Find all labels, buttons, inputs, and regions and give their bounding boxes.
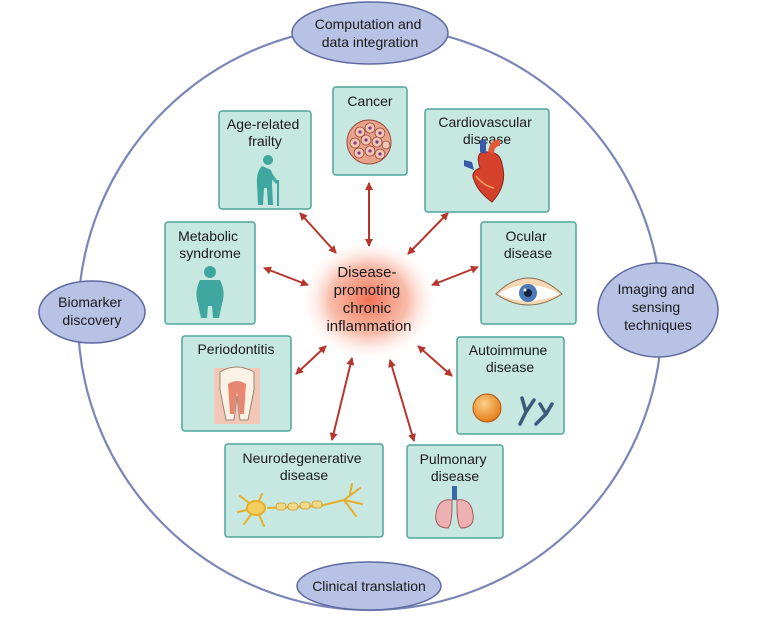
box-ocular: Ocular disease	[480, 221, 577, 325]
box-cardio: Cardiovascular disease	[424, 108, 550, 213]
ring-node-left: Biomarker discovery	[38, 280, 146, 344]
ring-node-left-label: Biomarker discovery	[58, 294, 126, 328]
arrow-metabolic	[263, 266, 309, 287]
arrow-cardio	[407, 212, 449, 255]
box-autoimmune: Autoimmune disease	[456, 336, 565, 435]
cancer-cells-icon	[346, 119, 392, 165]
box-metabolic-label: Metabolic syndrome	[178, 228, 242, 261]
immune-cell-icon	[472, 393, 502, 423]
tooth-icon	[214, 366, 260, 424]
arrow-frailty	[299, 212, 337, 254]
box-ocular-label: Ocular disease	[504, 228, 552, 261]
box-metabolic: Metabolic syndrome	[164, 221, 256, 325]
arrow-neuro	[329, 357, 355, 441]
arrow-pulmonary	[388, 359, 416, 442]
ring-node-bottom: Clinical translation	[296, 561, 442, 611]
obese-person-icon	[196, 266, 224, 318]
ring-node-right: Imaging and sensing techniques	[597, 262, 719, 358]
center-glow	[299, 238, 439, 362]
box-frailty: Age-related frailty	[218, 110, 312, 210]
heart-icon	[464, 139, 505, 203]
elderly-person-icon	[256, 155, 279, 206]
antibody-icon	[518, 396, 554, 426]
box-cancer-label: Cancer	[347, 93, 392, 109]
myelin-sheath-icon	[275, 500, 323, 511]
center-label: Disease- promoting chronic inflammation	[326, 264, 411, 335]
ring-node-bottom-label: Clinical translation	[312, 578, 426, 594]
box-neuro-label: Neurodegenerative disease	[243, 450, 366, 483]
ring-node-top-label: Computation and data integration	[315, 16, 426, 50]
box-frailty-label: Age-related frailty	[227, 116, 303, 149]
arrow-autoimmune	[417, 345, 453, 377]
arrows	[263, 182, 479, 442]
arrow-ocular	[431, 265, 479, 287]
arrow-perio	[295, 345, 327, 375]
box-autoimmune-label: Autoimmune disease	[469, 342, 551, 375]
box-neuro: Neurodegenerative disease	[224, 443, 384, 538]
ring-node-top: Computation and data integration	[291, 1, 449, 65]
box-pulmonary: Pulmonary disease	[406, 444, 504, 539]
lungs-icon	[435, 486, 474, 529]
box-perio-label: Periodontitis	[197, 341, 274, 357]
box-cancer: Cancer	[332, 86, 408, 176]
ring-node-right-label: Imaging and sensing techniques	[618, 281, 699, 333]
box-perio: Periodontitis	[181, 335, 292, 432]
box-pulmonary-label: Pulmonary disease	[420, 451, 491, 484]
eye-icon	[495, 277, 563, 306]
